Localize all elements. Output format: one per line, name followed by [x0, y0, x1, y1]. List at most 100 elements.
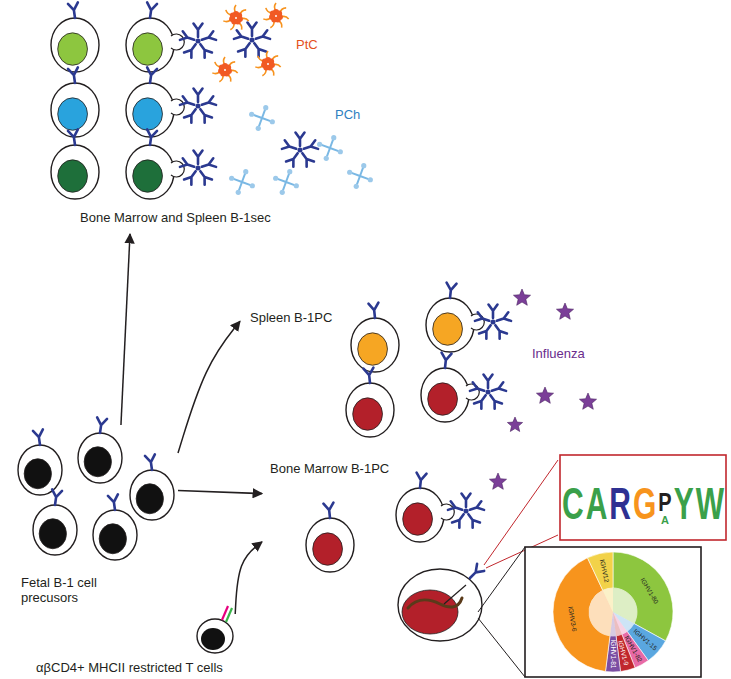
development-arrow — [235, 542, 262, 614]
pentameric-antibody — [282, 133, 318, 167]
logo-letter: R — [609, 481, 631, 526]
pch-antigen — [338, 149, 343, 154]
plasma-cell — [398, 564, 484, 641]
plasma-cell — [444, 585, 466, 604]
pch-antigen — [294, 183, 299, 188]
plasma-cell — [398, 569, 482, 641]
b-cell — [18, 429, 62, 495]
b-cell — [145, 2, 157, 18]
b-cell — [68, 129, 80, 145]
logo-letter: A — [661, 515, 669, 526]
b-cell — [306, 503, 354, 572]
b-cell — [171, 161, 184, 177]
pentameric-antibody — [452, 512, 467, 528]
sequence-logo: CARGPAYW — [560, 455, 726, 540]
b-cell — [78, 417, 122, 483]
inset-boxes — [560, 455, 726, 540]
pentameric-antibody — [470, 382, 486, 395]
plasma-cell — [466, 564, 484, 582]
pch-antigen — [360, 176, 368, 179]
b-cell — [93, 494, 137, 560]
population-label: Bone Marrow B-1PC — [270, 461, 389, 477]
b-cell — [68, 2, 80, 18]
pentameric-antibody — [197, 169, 212, 185]
logo-letter: W — [696, 481, 724, 526]
plasma-cell — [408, 598, 462, 608]
logo-letter: Y — [674, 481, 694, 526]
b-cell — [351, 303, 399, 372]
influenza-virion — [579, 393, 596, 409]
pentameric-antibody — [251, 41, 266, 57]
b-cell — [145, 67, 157, 83]
b-cell — [145, 454, 157, 470]
pentameric-antibody — [299, 151, 314, 167]
b-cell — [171, 34, 184, 50]
cell-population: Fetal B-1 cell precusors — [15, 425, 178, 612]
b-cell — [108, 494, 120, 510]
influenza-virion — [507, 417, 522, 431]
b-cell — [126, 18, 174, 72]
pentameric-antibody — [234, 23, 270, 57]
pentameric-antibody — [486, 390, 491, 395]
b-cell — [50, 489, 62, 505]
b-cell — [130, 470, 174, 520]
t-cell — [226, 608, 232, 622]
ptc-micelle — [270, 11, 276, 17]
b-cell — [415, 473, 427, 489]
pentameric-antibody — [234, 30, 250, 43]
b-cell — [51, 67, 99, 137]
influenza-virion — [556, 303, 573, 319]
b-cell — [396, 488, 444, 542]
b-cell — [353, 398, 383, 430]
pch-antigen — [360, 168, 363, 176]
pch-antigen — [273, 176, 278, 181]
development-arrow — [178, 490, 262, 493]
pch-antigen — [254, 115, 262, 118]
b-cell — [171, 99, 184, 115]
pch-antigen — [259, 118, 262, 126]
b-cell — [58, 160, 88, 192]
pentameric-antibody — [489, 305, 498, 319]
logo-position: PA — [658, 489, 671, 526]
cell-population: Bone Marrow and Spleen B-1sec — [40, 2, 340, 234]
pentameric-antibody — [194, 89, 203, 103]
pentameric-antibody — [180, 151, 216, 185]
pch-antigen — [347, 170, 352, 175]
vh-gene-label: IGHV1-81 — [610, 640, 617, 669]
pch-antigen — [287, 169, 292, 174]
influenza-virion — [536, 387, 553, 403]
pch-antigen — [283, 182, 286, 190]
ptc-micelle — [219, 65, 225, 71]
antigen-label: PtC — [296, 38, 318, 51]
b-cell — [51, 83, 99, 137]
pentameric-antibody — [495, 312, 511, 325]
pentameric-antibody — [248, 23, 257, 37]
development-arrow — [178, 321, 240, 453]
cell-population: Bone Marrow B-1PC — [262, 455, 515, 648]
vh-gene-label: IGHV12 — [598, 559, 609, 583]
pch-antigen — [262, 110, 265, 118]
b-cell — [428, 383, 458, 415]
b-cell — [421, 353, 479, 422]
pentameric-antibody — [197, 107, 212, 123]
b-cell — [58, 98, 88, 130]
pch-antigen — [357, 176, 360, 184]
b-cell — [126, 83, 174, 137]
pch-antigen — [270, 119, 275, 124]
b-cell — [346, 368, 394, 437]
pch-antigen — [229, 176, 234, 181]
influenza-virion — [489, 473, 506, 489]
pch-antigen — [354, 184, 359, 189]
pch-antigen — [239, 182, 242, 190]
pentameric-antibody — [180, 31, 196, 44]
b-cell — [351, 318, 399, 372]
pch-antigen — [242, 174, 245, 182]
pentameric-antibody — [474, 393, 489, 409]
pentameric-antibody — [200, 158, 216, 171]
logo-position: G — [633, 481, 656, 526]
t-cell — [201, 628, 225, 650]
inset-boxes — [525, 547, 701, 677]
cell-population: Spleen B-1PC — [240, 280, 480, 445]
b-cell — [133, 160, 163, 192]
